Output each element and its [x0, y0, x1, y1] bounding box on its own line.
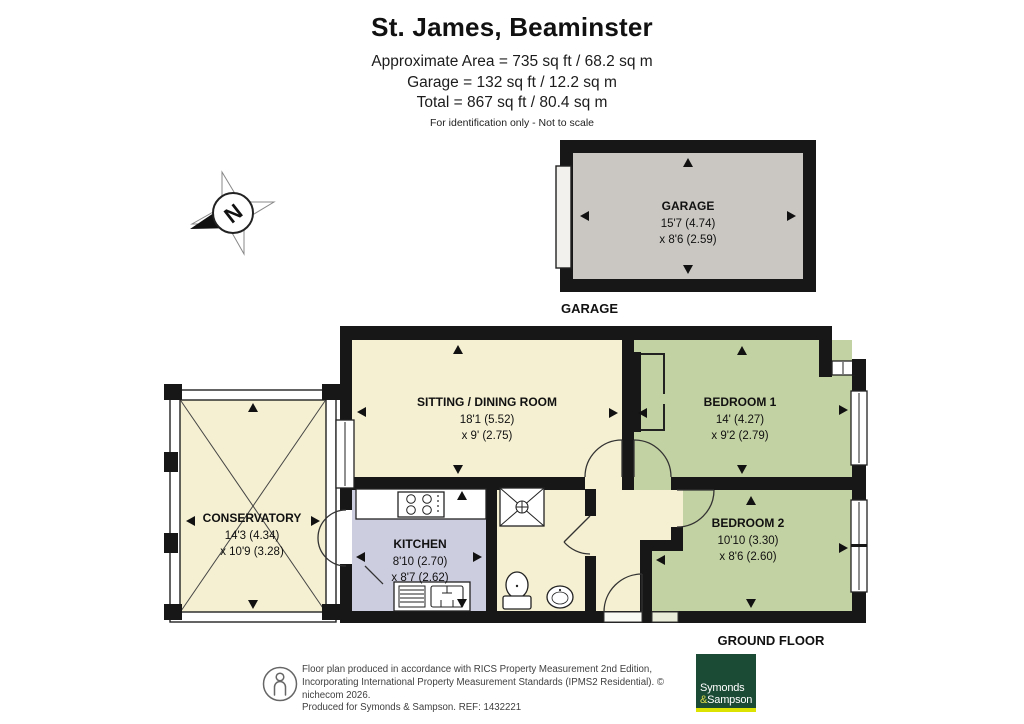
garage-floor-label: GARAGE — [561, 301, 618, 316]
conservatory-dim1: 14'3 (4.34) — [225, 530, 280, 542]
room-fills — [352, 339, 852, 612]
fixtures — [355, 352, 665, 612]
header: St. James, Beaminster Approximate Area =… — [0, 12, 1024, 129]
logo-line1: Symonds — [700, 682, 745, 694]
bedroom1-dim1: 14' (4.27) — [716, 414, 764, 426]
kitchen-door-leaf — [364, 565, 384, 585]
approximate-area-line: Approximate Area = 735 sq ft / 68.2 sq m — [371, 53, 653, 70]
bedroom1-door — [633, 439, 672, 478]
garage-dim2: x 8'6 (2.59) — [659, 234, 716, 246]
garage-name: GARAGE — [662, 199, 715, 213]
room-sitting-dining — [352, 339, 622, 478]
bedroom2-name: BEDROOM 2 — [712, 516, 785, 530]
bottom-wall-panel — [651, 611, 679, 623]
dimension-arrows — [356, 345, 848, 608]
footer-line1: Floor plan produced in accordance with R… — [302, 664, 653, 675]
garage-dim1: 15'7 (4.74) — [661, 218, 716, 230]
kitchen-dim1: 8'10 (2.70) — [393, 556, 448, 568]
bedroom2-door — [676, 489, 715, 528]
garage-door — [555, 165, 572, 269]
bedroom1-name: BEDROOM 1 — [704, 395, 777, 409]
person-badge-icon — [262, 666, 298, 702]
bedroom1-dim2: x 9'2 (2.79) — [711, 430, 768, 442]
room-labels: SITTING / DINING ROOM 18'1 (5.52) x 9' (… — [391, 395, 825, 648]
bedroom2-dim1: 10'10 (3.30) — [717, 535, 778, 547]
conservatory-french-door — [317, 509, 347, 539]
ground-floor-label: GROUND FLOOR — [718, 633, 825, 648]
hob — [355, 488, 487, 520]
footer-line3: Produced for Symonds & Sampson. REF: 143… — [302, 702, 522, 714]
kitchen-name: KITCHEN — [393, 537, 446, 551]
footer-line2: Incorporating International Property Mea… — [302, 676, 664, 701]
total-area-line: Total = 867 sq ft / 80.4 sq m — [416, 94, 608, 111]
shower — [499, 487, 545, 527]
wardrobe — [634, 352, 641, 432]
logo-line2: &Sampson — [700, 694, 753, 706]
sitting-dim1: 18'1 (5.52) — [460, 414, 515, 426]
entrance-door — [603, 611, 643, 623]
bedroom2-dim2: x 8'6 (2.60) — [719, 551, 776, 563]
garage-area-line: Garage = 132 sq ft / 12.2 sq m — [407, 73, 617, 91]
conservatory-name: CONSERVATORY — [203, 511, 302, 525]
kitchen-dim2: x 8'7 (2.62) — [391, 572, 448, 584]
door-swings — [317, 439, 715, 613]
footer-disclaimer: Floor plan produced in accordance with R… — [302, 664, 692, 715]
bathroom-door — [563, 515, 591, 543]
conservatory-dim2: x 10'9 (3.28) — [220, 546, 284, 558]
room-garage: GARAGE 15'7 (4.74) x 8'6 (2.59) GARAGE — [555, 140, 816, 316]
sitting-dim2: x 9' (2.75) — [462, 430, 513, 442]
room-bedroom1 — [634, 340, 852, 477]
room-conservatory: CONSERVATORY 14'3 (4.34) x 10'9 (3.28) — [164, 384, 340, 623]
toilet — [502, 571, 532, 610]
disclaimer-note: For identification only - Not to scale — [430, 117, 594, 129]
basin — [546, 585, 574, 609]
walls — [335, 326, 868, 623]
sitting-name: SITTING / DINING ROOM — [417, 395, 557, 409]
page-title: St. James, Beaminster — [371, 12, 653, 42]
compass-icon: N — [190, 170, 276, 256]
room-bedroom2 — [683, 490, 852, 612]
sitting-room-door — [584, 439, 623, 478]
entrance-door-swing — [603, 573, 643, 613]
symonds-sampson-logo: Symonds &Sampson — [696, 654, 756, 712]
kitchen-sink — [393, 581, 471, 612]
